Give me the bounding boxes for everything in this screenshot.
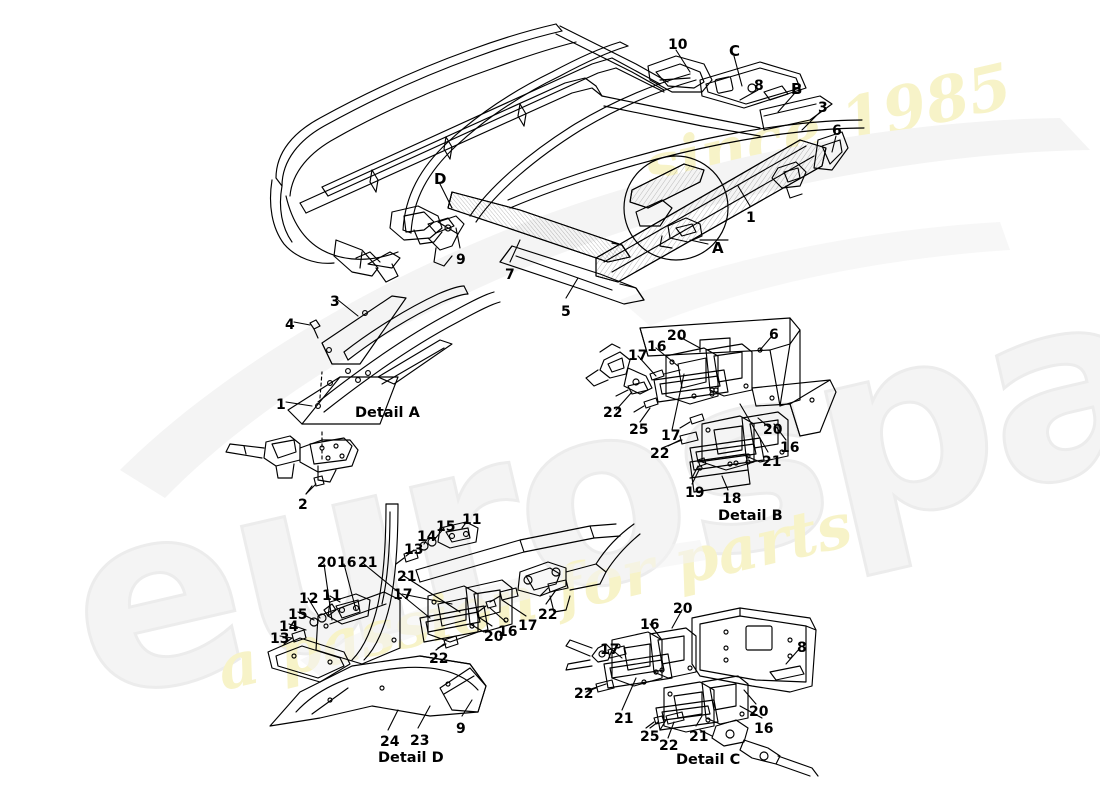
- callout-m-5: 5: [561, 304, 571, 320]
- main-hood-frame-assembly: [269, 23, 865, 305]
- callout-c-22a: 22: [574, 686, 594, 702]
- callout-b-22a: 22: [603, 405, 623, 421]
- callout-m-3: 3: [818, 100, 828, 116]
- callout-d-9: 9: [456, 721, 466, 737]
- callout-d-21b: 21: [397, 569, 417, 585]
- callout-b-20a: 20: [667, 328, 687, 344]
- title-detail-b: Detail B: [718, 508, 783, 524]
- callout-d-13b: 13: [270, 631, 290, 647]
- callout-a-3: 3: [330, 294, 340, 310]
- car-body-shading: [120, 118, 1090, 676]
- callout-d-14b: 14: [279, 619, 299, 635]
- callout-b-20b: 20: [763, 422, 783, 438]
- callout-c-16b: 16: [754, 721, 774, 737]
- callout-d-21a: 21: [358, 555, 378, 571]
- leader-lines: [279, 49, 837, 739]
- callout-m-7: 7: [505, 267, 515, 283]
- title-detail-a: Detail A: [355, 405, 420, 421]
- callout-d-22b: 22: [429, 651, 449, 667]
- callout-m-1: 1: [746, 210, 756, 226]
- callout-c-20b: 20: [749, 704, 769, 720]
- callout-b-17b: 17: [661, 428, 681, 444]
- callout-m-A: A: [712, 239, 724, 257]
- callout-c-16a: 16: [640, 617, 660, 633]
- callout-d-11a: 11: [462, 512, 482, 528]
- callout-a-1: 1: [276, 397, 286, 413]
- callout-d-12: 12: [299, 591, 319, 607]
- callout-m-D: D: [434, 170, 447, 188]
- detail-b-drawing: [585, 317, 837, 493]
- callout-b-18: 18: [722, 491, 742, 507]
- callout-b-16b: 16: [780, 440, 800, 456]
- detail-d-drawing: [267, 503, 641, 727]
- callout-b-25: 25: [629, 422, 649, 438]
- callout-b-16a: 16: [647, 339, 667, 355]
- callout-d-16b: 16: [498, 624, 518, 640]
- callout-d-20b: 20: [484, 629, 504, 645]
- callout-c-17: 17: [600, 642, 620, 658]
- title-detail-c: Detail C: [676, 752, 741, 768]
- detail-a-drawing: [225, 285, 501, 495]
- callout-b-19: 19: [685, 485, 705, 501]
- callout-d-15b: 15: [288, 607, 308, 623]
- callout-c-21a: 21: [614, 711, 634, 727]
- callout-c-25: 25: [640, 729, 660, 745]
- callout-b-17a: 17: [628, 348, 648, 364]
- callout-m-B: B: [791, 80, 803, 98]
- callout-d-15a: 15: [436, 519, 456, 535]
- callout-c-21b: 21: [689, 729, 709, 745]
- callout-a-2: 2: [298, 497, 308, 513]
- callout-d-11b: 11: [322, 588, 342, 604]
- callout-d-17a: 17: [393, 587, 413, 603]
- callout-b-22b: 22: [650, 446, 670, 462]
- callout-d-16a: 16: [337, 555, 357, 571]
- callout-d-20a: 20: [317, 555, 337, 571]
- callout-d-24: 24: [380, 734, 400, 750]
- detail-c-drawing: [565, 607, 819, 777]
- callout-m-6: 6: [832, 123, 842, 139]
- callout-b-21: 21: [762, 454, 782, 470]
- callout-d-22a: 22: [538, 607, 558, 623]
- callout-m-C: C: [729, 42, 741, 60]
- callout-m-10: 10: [668, 37, 688, 53]
- callout-c-8: 8: [797, 640, 807, 656]
- callout-m-9: 9: [456, 252, 466, 268]
- callout-d-17b: 17: [518, 618, 538, 634]
- callout-c-20a: 20: [673, 601, 693, 617]
- callout-d-23: 23: [410, 733, 430, 749]
- callout-a-4: 4: [285, 317, 295, 333]
- callout-m-8: 8: [754, 78, 764, 94]
- callout-c-22b: 22: [659, 738, 679, 754]
- callout-b-6: 6: [769, 327, 779, 343]
- callout-d-14a: 14: [417, 529, 437, 545]
- title-detail-d: Detail D: [378, 750, 444, 766]
- callout-d-13a: 13: [404, 542, 424, 558]
